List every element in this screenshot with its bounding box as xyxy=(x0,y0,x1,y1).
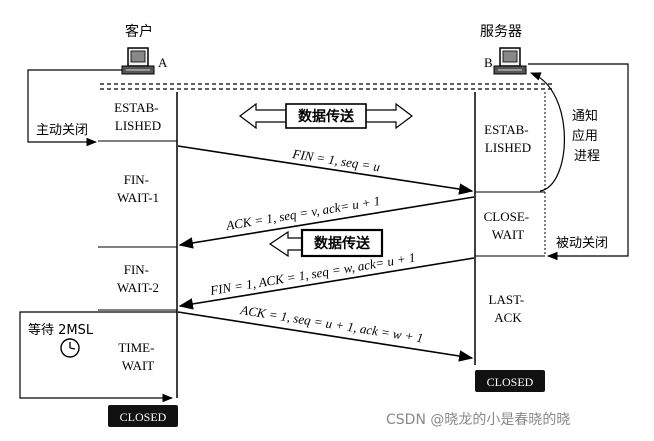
passive-close-loop xyxy=(528,63,629,261)
passive-close-label: 被动关闭 xyxy=(556,236,608,251)
client-label: A xyxy=(158,55,168,70)
message-fin-1 xyxy=(177,145,474,195)
active-close-loop xyxy=(27,69,122,147)
wait-2msl-label: 等待 2MSL xyxy=(28,322,94,338)
notify-app-label: 通知 应用 进程 xyxy=(572,108,602,164)
state-established-client: ESTAB- LISHED xyxy=(114,100,162,133)
data-transfer-arrow-2: 数据传送 xyxy=(268,228,384,258)
state-closed-client-label: CLOSED xyxy=(120,410,167,424)
wait-2msl-box xyxy=(19,311,177,403)
state-time-wait: TIME- WAIT xyxy=(118,340,157,373)
server-label: B xyxy=(484,55,493,70)
data-transfer-label-2: 数据传送 xyxy=(314,235,371,252)
state-closed-client: CLOSED xyxy=(108,405,178,427)
state-closed-server: CLOSED xyxy=(475,370,545,392)
server-computer-icon xyxy=(493,47,527,75)
watermark: CSDN @晓龙的小是春晓的晓 xyxy=(386,412,570,428)
notify-app-curve xyxy=(529,72,565,192)
client-computer-icon xyxy=(121,47,155,75)
active-close-label: 主动关闭 xyxy=(36,123,88,138)
message-fin-2 xyxy=(178,257,475,310)
state-closed-server-label: CLOSED xyxy=(487,375,534,389)
state-established-server: ESTAB- LISHED xyxy=(484,122,532,155)
data-transfer-arrow: 数据传送 xyxy=(239,102,413,130)
state-last-ack: LAST- ACK xyxy=(489,292,528,325)
network-line xyxy=(100,83,552,90)
state-close-wait: CLOSE- WAIT xyxy=(484,209,533,242)
state-fin-wait-1: FIN- WAIT-1 xyxy=(117,172,159,205)
message-ack-2 xyxy=(177,311,474,362)
data-transfer-label: 数据传送 xyxy=(298,108,355,125)
clock-icon xyxy=(60,338,80,358)
message-ack-1-label: ACK = 1, seq = v, ack= u + 1 xyxy=(224,193,381,233)
message-ack-1 xyxy=(178,196,475,249)
message-ack-2-label: ACK = 1, seq = u + 1, ack = w + 1 xyxy=(239,302,425,346)
server-title: 服务器 xyxy=(480,24,522,40)
client-title: 客户 xyxy=(125,23,153,40)
state-fin-wait-2: FIN- WAIT-2 xyxy=(117,262,159,295)
